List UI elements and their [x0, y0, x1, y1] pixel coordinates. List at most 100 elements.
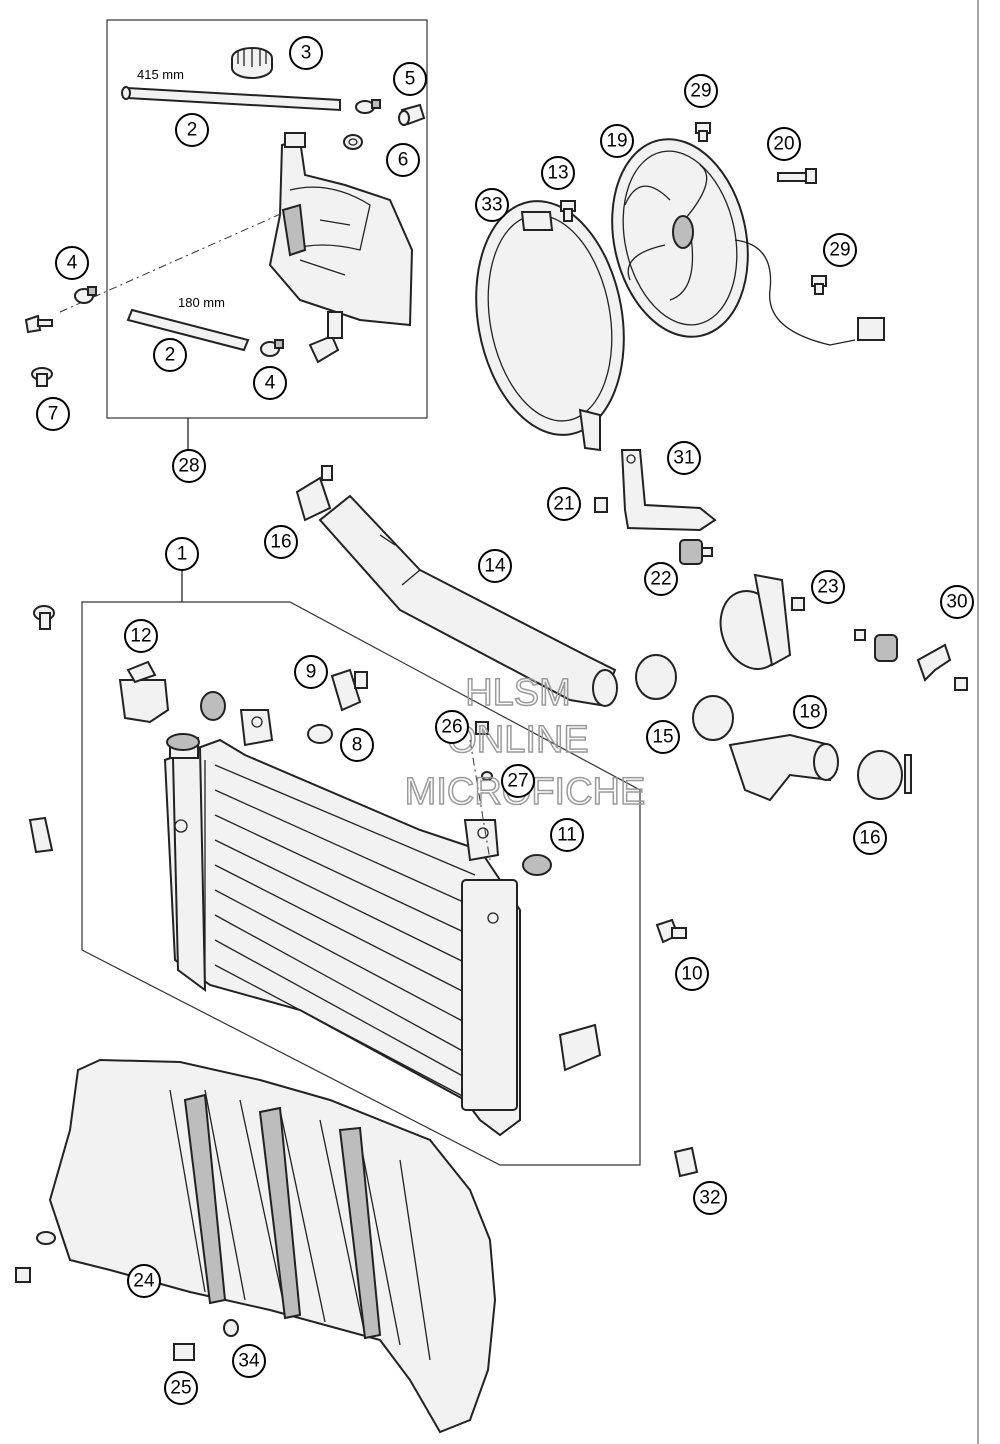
- hose-clamp-4b: [260, 339, 284, 357]
- temperature-switch-9: [330, 668, 368, 712]
- bolt-20: [777, 168, 817, 184]
- bracket-30: [854, 629, 968, 691]
- nut-21: [594, 497, 608, 513]
- svg-text:8: 8: [352, 735, 363, 756]
- coolant-hose-long: [121, 86, 341, 112]
- bracket-31: [620, 449, 717, 532]
- callout-9: 9: [294, 655, 328, 689]
- svg-text:26: 26: [441, 717, 462, 738]
- grommet-11: [522, 854, 552, 876]
- callout-3: 3: [289, 36, 323, 70]
- svg-text:22: 22: [650, 569, 671, 590]
- clip-34: [223, 1319, 239, 1337]
- svg-text:4: 4: [67, 253, 78, 274]
- screw-left: [24, 314, 53, 334]
- cooling-fan: [611, 138, 885, 346]
- callout-29b: 29: [823, 233, 857, 267]
- screw-guard-left: [15, 1267, 31, 1283]
- callout-30: 30: [940, 585, 974, 619]
- callout-19: 19: [600, 124, 634, 158]
- bolt-29a: [695, 122, 711, 142]
- callout-15: 15: [646, 720, 680, 754]
- washer-27: [481, 771, 493, 781]
- svg-text:21: 21: [553, 494, 574, 515]
- svg-text:30: 30: [946, 592, 967, 613]
- screw-10: [655, 918, 687, 944]
- callout-16b: 16: [853, 821, 887, 855]
- callout-24: 24: [127, 1264, 161, 1298]
- svg-text:2: 2: [165, 345, 176, 366]
- callout-31: 31: [667, 441, 701, 475]
- callout-33: 33: [475, 188, 509, 222]
- svg-text:29: 29: [829, 240, 850, 261]
- grommet-radiator: [200, 691, 226, 721]
- callout-29a: 29: [684, 74, 718, 108]
- callout-14: 14: [478, 549, 512, 583]
- radiator-group-outline: [81, 601, 641, 1166]
- svg-text:12: 12: [130, 626, 151, 647]
- svg-text:13: 13: [547, 163, 568, 184]
- radiator-cap: [118, 660, 170, 724]
- callout-11: 11: [550, 818, 584, 852]
- svg-text:1: 1: [177, 544, 188, 565]
- svg-text:3: 3: [301, 43, 312, 64]
- svg-text:31: 31: [673, 448, 694, 469]
- callout-12: 12: [124, 619, 158, 653]
- svg-text:9: 9: [306, 662, 317, 683]
- hose-clamp-15: [635, 654, 734, 741]
- callout-4b: 4: [253, 366, 287, 400]
- callout-2b: 2: [153, 338, 187, 372]
- callout-25: 25: [164, 1371, 198, 1405]
- hose-clamp-4a: [74, 286, 97, 304]
- expansion-tank-group-box: [106, 19, 428, 419]
- svg-text:10: 10: [681, 964, 702, 985]
- callout-1: 1: [165, 537, 199, 571]
- callout-32: 32: [693, 1181, 727, 1215]
- fan-shroud: [475, 200, 625, 452]
- screw-25: [173, 1343, 195, 1361]
- svg-text:29: 29: [690, 81, 711, 102]
- screw-left-radiator: [33, 605, 55, 630]
- expansion-tank: [268, 132, 414, 327]
- svg-text:20: 20: [773, 134, 794, 155]
- rubber-mount-22: [679, 539, 713, 565]
- clip-left: [28, 816, 54, 854]
- bolt-29b: [811, 275, 827, 295]
- callout-6: 6: [386, 143, 420, 177]
- svg-text:25: 25: [170, 1378, 191, 1399]
- callout-10: 10: [675, 957, 709, 991]
- svg-text:33: 33: [481, 195, 502, 216]
- svg-text:27: 27: [507, 771, 528, 792]
- expansion-tank-cap: [231, 47, 273, 79]
- radiator-hose-18: [728, 733, 839, 802]
- callout-8: 8: [340, 728, 374, 762]
- hose-clamp-5: [355, 99, 381, 114]
- svg-text:18: 18: [799, 702, 820, 723]
- seal-ring-8: [307, 724, 333, 744]
- callout-18: 18: [793, 695, 827, 729]
- callout-22: 22: [644, 562, 678, 596]
- radiator-guard: [48, 1058, 497, 1434]
- horn: [719, 573, 805, 670]
- svg-text:19: 19: [606, 131, 627, 152]
- svg-text:28: 28: [178, 456, 199, 477]
- hose-length-short: 180 mm: [178, 295, 225, 310]
- clip-32: [673, 1146, 699, 1178]
- svg-text:32: 32: [699, 1188, 720, 1209]
- callout-7: 7: [36, 397, 70, 431]
- svg-text:16: 16: [859, 828, 880, 849]
- watermark-line1: HLSM: [465, 672, 571, 714]
- svg-text:34: 34: [238, 1351, 260, 1372]
- svg-text:4: 4: [265, 373, 276, 394]
- hose-length-long: 415 mm: [137, 67, 184, 82]
- callout-16a: 16: [264, 525, 298, 559]
- hose-elbow: [308, 311, 343, 364]
- callout-28: 28: [172, 449, 206, 483]
- callout-20: 20: [767, 127, 801, 161]
- svg-text:23: 23: [817, 577, 838, 598]
- hose-fitting-5: [398, 103, 426, 126]
- washer-left: [36, 1231, 56, 1245]
- coolant-hose-short: [126, 308, 250, 352]
- svg-text:6: 6: [398, 150, 409, 171]
